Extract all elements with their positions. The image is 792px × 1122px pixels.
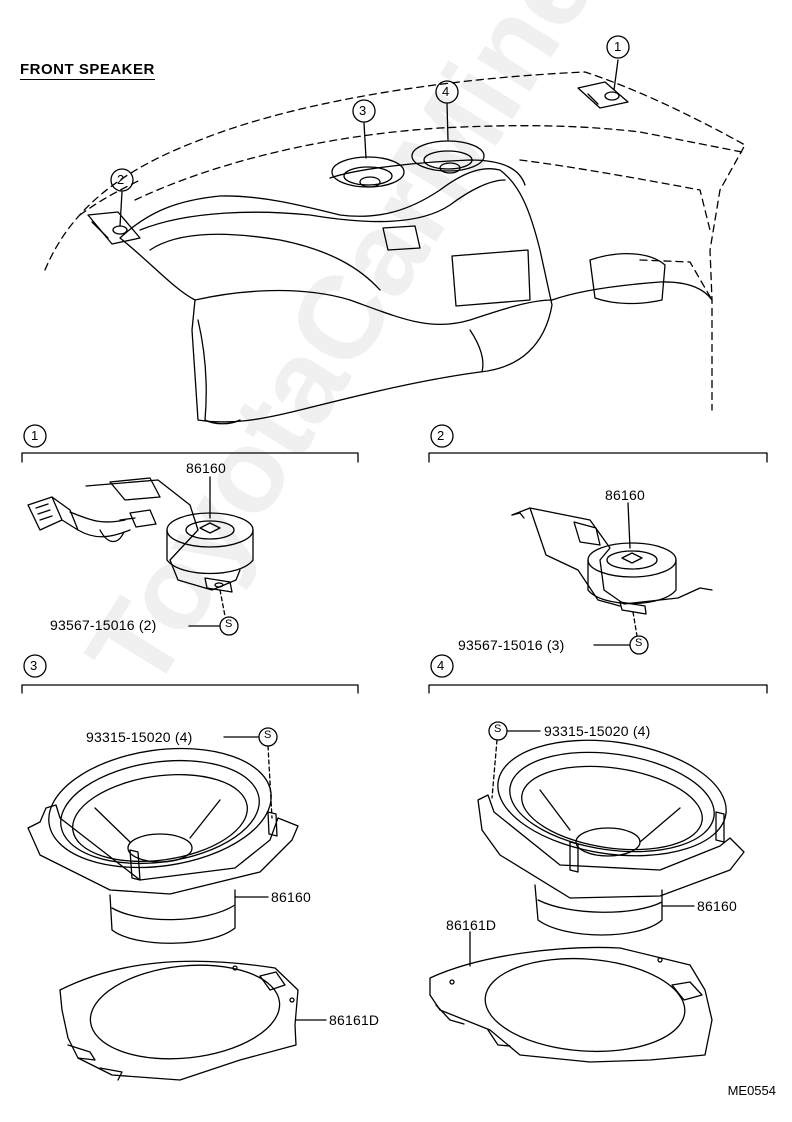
section-2-frame	[428, 452, 768, 463]
callout-4-overview: 4	[442, 84, 450, 99]
dash-speaker-4-cone	[411, 140, 485, 172]
section-2-tweeter	[511, 502, 713, 655]
dash-main-body	[119, 168, 553, 423]
bracket-4-plate	[429, 946, 713, 1063]
speaker-4-magnet	[534, 884, 663, 936]
callout-3-section: 3	[30, 658, 38, 673]
left-lower-panel	[197, 319, 241, 425]
dashboard-overview	[44, 35, 746, 425]
connector-body	[51, 496, 79, 531]
dash-upper-panel	[139, 179, 506, 231]
callout-circle-1-overview	[606, 35, 630, 59]
bracket-3-plate	[59, 960, 299, 1081]
right-dash-body	[551, 281, 713, 301]
part-label-86160-s2: 86160	[605, 487, 645, 503]
callout-2-overview: 2	[117, 172, 125, 187]
dash-right-dashed	[519, 159, 711, 231]
callout-circle-2-overview	[110, 168, 134, 192]
part-label-screw-s3: 93315-15020 (4)	[86, 729, 193, 745]
callout-circle-2-section	[430, 424, 454, 448]
section-4-frame	[428, 684, 768, 694]
callout-circle-4-section	[430, 654, 454, 678]
callout-circle-3-section	[23, 654, 47, 678]
fastener-symbol-s4: S	[494, 723, 502, 735]
section-1-frame	[21, 452, 359, 463]
speaker-pocket	[329, 159, 526, 186]
part-label-86160-s3: 86160	[271, 889, 311, 905]
dash-speaker-3-cone	[331, 156, 405, 188]
left-tweeter-dot	[112, 225, 128, 235]
dash-inner-dashed	[134, 125, 743, 201]
fastener-symbol-circle-s1	[219, 616, 239, 636]
dash-bottom-dashed	[639, 259, 713, 301]
section-3-speaker	[27, 727, 327, 1081]
callout-circle-1-section	[23, 424, 47, 448]
section-3-frame	[21, 684, 359, 694]
callout-1-section: 1	[31, 428, 39, 443]
tweeter-bracket	[85, 479, 241, 591]
speaker-3-outer-ring	[48, 747, 272, 869]
speaker-4-dust-cap	[575, 827, 641, 857]
part-label-86161d-s3: 86161D	[329, 1012, 380, 1028]
glovebox	[589, 253, 666, 305]
speaker-4-outer-ring	[497, 739, 727, 857]
part-label-86160-s4: 86160	[697, 898, 737, 914]
callout-3-overview: 3	[359, 103, 367, 118]
center-stack	[194, 289, 553, 326]
connector-plug	[27, 496, 63, 531]
tweeter-1-side	[166, 529, 254, 575]
part-label-screw-s4: 93315-15020 (4)	[544, 723, 651, 739]
harness-wire	[69, 511, 131, 538]
diagram-title: FRONT SPEAKER	[20, 61, 155, 80]
part-label-screw-s2: 93567-15016 (3)	[458, 637, 565, 653]
fastener-symbol-circle-s2	[629, 635, 649, 655]
section-frames	[21, 424, 768, 694]
bracket-3-opening	[89, 964, 281, 1060]
callout-circle-3-overview	[352, 99, 376, 123]
part-label-86161d-s4: 86161D	[446, 917, 497, 933]
speaker-3-flange	[27, 804, 299, 895]
section-4-speaker	[429, 721, 745, 1063]
callout-2-section: 2	[437, 428, 445, 443]
dash-outline-dashed	[44, 71, 746, 411]
callout-4-section: 4	[437, 658, 445, 673]
fastener-symbol-circle-s4	[488, 721, 508, 741]
speaker-4-flange	[477, 794, 745, 899]
part-label-86160-s1: 86160	[186, 460, 226, 476]
tweeter-2-top	[587, 542, 677, 578]
cluster-hood	[149, 233, 381, 291]
callout-1-overview: 1	[614, 39, 622, 54]
callout-circle-4-overview	[435, 80, 459, 104]
bracket-4-opening	[484, 957, 686, 1053]
section-1-tweeter	[27, 476, 254, 636]
tweeter-2-bracket	[511, 507, 713, 605]
right-tweeter-dot	[604, 91, 620, 101]
drawing-code: ME0554	[727, 1083, 776, 1098]
leader-86160-s2	[627, 502, 631, 549]
fastener-symbol-s2: S	[635, 637, 643, 649]
console-lower	[469, 329, 484, 373]
fastener-symbol-s3: S	[264, 729, 272, 741]
center-vent-1	[382, 225, 421, 251]
speaker-3-magnet	[109, 889, 236, 944]
dash-left-dashed	[79, 179, 141, 216]
right-tweeter-pad	[577, 81, 629, 109]
center-vent-2	[451, 249, 531, 307]
fastener-symbol-s1: S	[225, 618, 233, 630]
speaker-3-dust-cap	[127, 833, 193, 863]
part-label-screw-s1: 93567-15016 (2)	[50, 617, 157, 633]
